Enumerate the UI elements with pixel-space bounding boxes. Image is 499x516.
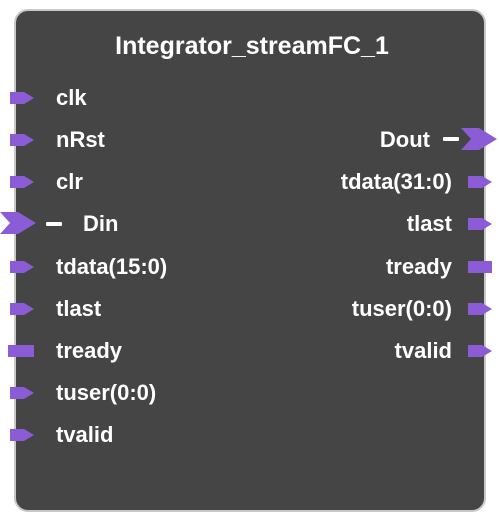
input-pin-clk-icon[interactable] bbox=[0, 90, 40, 106]
port-label-tready-in: tready bbox=[56, 338, 123, 363]
port-label-tlast-in: tlast bbox=[56, 296, 102, 321]
input-pin-tvalid-icon[interactable] bbox=[0, 427, 40, 443]
port-label-tuser-out: tuser(0:0) bbox=[351, 296, 452, 321]
block-title: Integrator_streamFC_1 bbox=[115, 32, 389, 60]
block-body[interactable] bbox=[14, 9, 486, 512]
port-label-tdata-out: tdata(31:0) bbox=[340, 169, 452, 194]
port-label-tdata-in: tdata(15:0) bbox=[56, 254, 168, 279]
port-label-tvalid-in: tvalid bbox=[56, 422, 114, 447]
port-label-clr: clr bbox=[56, 169, 83, 194]
input-pin-nrst-icon[interactable] bbox=[0, 132, 40, 148]
bus-din-dash bbox=[46, 222, 62, 226]
output-pin-tvalid-icon[interactable] bbox=[462, 343, 499, 359]
port-label-clk: clk bbox=[56, 85, 87, 110]
input-pin-tready-icon[interactable] bbox=[462, 259, 499, 275]
port-label-din: Din bbox=[83, 211, 119, 236]
input-pin-tdata-icon[interactable] bbox=[0, 259, 40, 275]
input-pin-tlast-icon[interactable] bbox=[0, 301, 40, 317]
input-pin-tuser-icon[interactable] bbox=[0, 385, 40, 401]
input-bus-din-icon[interactable] bbox=[0, 210, 44, 236]
output-pin-tdata-icon[interactable] bbox=[462, 174, 499, 190]
input-pin-clr-icon[interactable] bbox=[0, 174, 40, 190]
port-label-nrst: nRst bbox=[56, 127, 105, 152]
port-label-tlast-out: tlast bbox=[406, 211, 452, 236]
port-label-tready-out: tready bbox=[385, 254, 452, 279]
output-pin-tready-icon[interactable] bbox=[0, 343, 40, 359]
port-label-tuser-in: tuser(0:0) bbox=[56, 380, 157, 405]
output-pin-tuser-icon[interactable] bbox=[462, 301, 499, 317]
bus-dout-dash bbox=[443, 137, 459, 141]
port-label-dout: Dout bbox=[379, 127, 430, 152]
output-bus-dout-icon[interactable] bbox=[461, 126, 499, 152]
output-pin-tlast-icon[interactable] bbox=[462, 216, 499, 232]
port-label-tvalid-out: tvalid bbox=[394, 338, 452, 363]
